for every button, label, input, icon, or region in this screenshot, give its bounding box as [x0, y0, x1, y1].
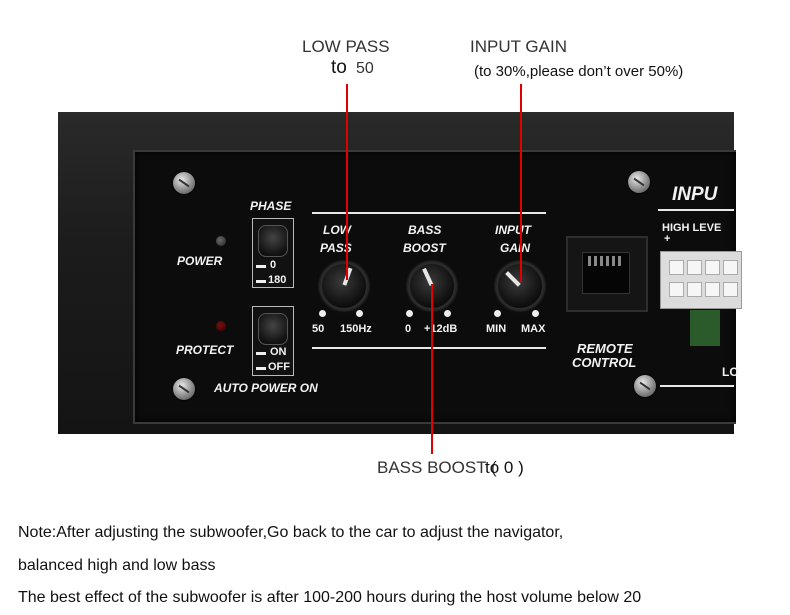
phase-180-label: 180	[268, 274, 287, 286]
low-pass-callout-to: to	[331, 57, 347, 78]
bass-boost-leader-line	[431, 284, 433, 454]
connector-cell	[705, 282, 720, 297]
bass-boost-max-label: +12dB	[424, 323, 458, 335]
input-header: INPU	[672, 184, 718, 205]
note-line-1: Note:After adjusting the subwoofer,Go ba…	[18, 524, 564, 541]
high-level-connector[interactable]	[660, 251, 742, 309]
phase-180-marker	[256, 280, 266, 283]
jack-pin	[618, 256, 621, 266]
input-gain-max-dot	[532, 310, 539, 317]
input-gain-callout-note: (to 30%,please don’t over 50%)	[474, 63, 684, 80]
phase-0-marker	[256, 265, 266, 268]
low-pass-max-dot	[356, 310, 363, 317]
connector-cell	[687, 282, 702, 297]
bass-boost-min-dot	[406, 310, 413, 317]
remote-label-2: CONTROL	[572, 355, 637, 370]
input-gain-label-2: GAIN	[500, 241, 530, 255]
note-line-3: The best effect of the subwoofer is afte…	[18, 589, 642, 606]
low-pass-min-dot	[319, 310, 326, 317]
input-gain-knob-pointer	[505, 271, 521, 287]
phase-0-label: 0	[270, 259, 277, 271]
screw-icon	[173, 378, 195, 400]
connector-cell	[669, 260, 684, 275]
bass-boost-callout-title: BASS BOOST (	[377, 458, 497, 477]
auto-off-marker	[256, 367, 266, 370]
low-pass-label-1: LOW	[323, 223, 351, 237]
input-gain-label-1: INPUT	[495, 223, 531, 237]
remote-label-1: REMOTE	[577, 341, 633, 356]
jack-pin	[606, 256, 609, 266]
jack-pin	[594, 256, 597, 266]
phase-switch[interactable]	[258, 225, 288, 257]
bass-boost-max-dot	[444, 310, 451, 317]
low-pass-leader-line	[346, 84, 348, 280]
connector-cell	[723, 260, 738, 275]
connector-cell	[687, 260, 702, 275]
auto-off-label: OFF	[268, 361, 290, 373]
screw-icon	[173, 172, 195, 194]
remote-control-jack[interactable]	[566, 236, 648, 312]
bass-boost-label-1: BASS	[408, 223, 442, 237]
knob-section-top-line	[312, 212, 546, 214]
connector-wires	[690, 310, 720, 346]
power-label: POWER	[177, 254, 223, 268]
jack-pin	[600, 256, 603, 266]
phase-label: PHASE	[250, 199, 292, 213]
input-bottom-line	[660, 385, 734, 387]
low-pass-min-label: 50	[312, 323, 325, 335]
protect-led-icon	[216, 321, 226, 331]
low-pass-callout-title: LOW PASS	[302, 37, 390, 56]
connector-cell	[705, 260, 720, 275]
screw-icon	[628, 171, 650, 193]
input-gain-leader-line	[520, 84, 522, 282]
low-level-label: LO	[722, 365, 739, 379]
input-gain-min-label: MIN	[486, 323, 507, 335]
connector-cell	[669, 282, 684, 297]
auto-on-marker	[256, 352, 266, 355]
input-gain-min-dot	[494, 310, 501, 317]
jack-pin	[588, 256, 591, 266]
input-gain-callout-title: INPUT GAIN	[470, 37, 567, 56]
jack-pin	[612, 256, 615, 266]
protect-label: PROTECT	[176, 343, 234, 357]
low-pass-max-label: 150Hz	[340, 323, 372, 335]
high-level-label: HIGH LEVE	[662, 222, 722, 234]
power-led-icon	[216, 236, 226, 246]
input-gain-max-label: MAX	[521, 323, 546, 335]
bass-boost-min-label: 0	[405, 323, 412, 335]
high-level-plus: +	[664, 233, 671, 245]
low-pass-knob[interactable]	[320, 262, 368, 310]
auto-on-label: ON	[270, 346, 287, 358]
low-pass-callout-value: 50	[356, 60, 374, 77]
connector-cell	[723, 282, 738, 297]
knob-section-bottom-line	[312, 347, 546, 349]
bass-boost-label-2: BOOST	[403, 241, 446, 255]
note-line-2: balanced high and low bass	[18, 557, 216, 574]
bass-boost-callout-note: to 0 )	[485, 458, 524, 477]
screw-icon	[634, 375, 656, 397]
auto-power-switch[interactable]	[258, 313, 288, 345]
auto-power-on-label: AUTO POWER ON	[214, 381, 318, 395]
low-pass-label-2: PASS	[320, 241, 352, 255]
input-header-line	[658, 209, 734, 211]
